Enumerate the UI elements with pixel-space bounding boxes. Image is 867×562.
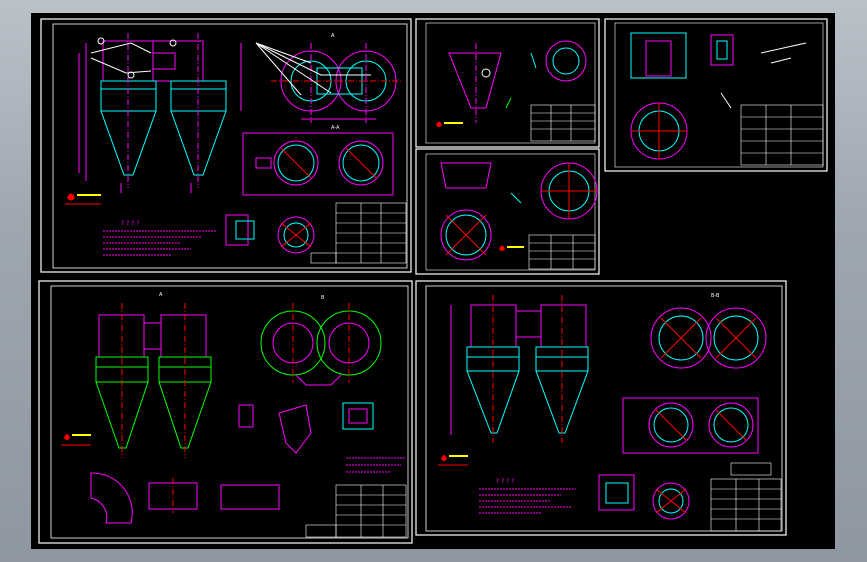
svg-text:? ? ? ?: ? ? ? ? bbox=[496, 478, 514, 485]
section-aa bbox=[242, 132, 394, 196]
svg-text:B: B bbox=[321, 295, 325, 301]
sheet-6[interactable]: ? ? ? ? bbox=[415, 280, 787, 536]
drawing-svg: ? ? ? ? bbox=[38, 18, 828, 544]
svg-text:A: A bbox=[159, 292, 163, 298]
flame-logo-icon bbox=[65, 193, 101, 205]
flame-logo-icon bbox=[436, 121, 463, 127]
sheet-1[interactable]: ? ? ? ? bbox=[40, 18, 412, 273]
svg-text:A: A bbox=[331, 33, 335, 39]
title-block bbox=[530, 104, 596, 142]
title-block bbox=[310, 202, 407, 264]
flame-logo-icon bbox=[438, 455, 468, 466]
title-block bbox=[710, 462, 782, 532]
sheet-5[interactable] bbox=[38, 280, 413, 544]
sheet-2[interactable] bbox=[415, 18, 600, 148]
notes-block: ? ? ? ? bbox=[103, 220, 216, 256]
sheet-3[interactable] bbox=[415, 148, 600, 275]
flame-logo-icon bbox=[61, 434, 91, 446]
section-labels: A A-A A B B-B bbox=[159, 33, 720, 301]
title-block bbox=[528, 234, 596, 270]
cad-drawing-canvas[interactable]: ? ? ? ? bbox=[31, 13, 835, 549]
notes-block: ? ? ? ? bbox=[479, 478, 576, 514]
flame-logo-icon bbox=[499, 245, 524, 251]
notes-block bbox=[346, 457, 406, 473]
detail-views bbox=[225, 214, 315, 254]
svg-text:? ? ? ?: ? ? ? ? bbox=[121, 220, 139, 227]
sheet-4[interactable] bbox=[604, 18, 828, 172]
title-block bbox=[740, 104, 824, 166]
front-elevation bbox=[78, 33, 242, 193]
title-block bbox=[305, 484, 407, 538]
svg-text:B-B: B-B bbox=[711, 293, 720, 299]
svg-text:A-A: A-A bbox=[331, 125, 340, 131]
top-plan bbox=[255, 42, 401, 123]
